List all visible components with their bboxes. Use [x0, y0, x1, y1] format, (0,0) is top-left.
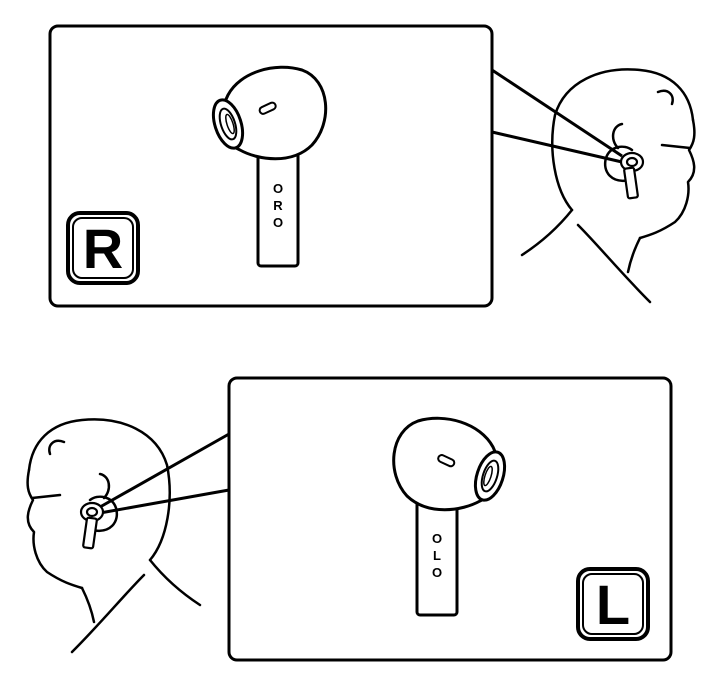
right-callout-line-top: [491, 68, 623, 158]
left-side-label: L: [596, 573, 630, 636]
left-earbud-worn: [79, 501, 105, 550]
right-stem-marking-3: O: [273, 215, 283, 230]
head-profile-icon: [520, 68, 696, 304]
right-earbud-worn: [619, 151, 645, 200]
left-stem-marking-2: L: [433, 548, 441, 563]
left-panel: O L O L: [26, 376, 673, 662]
left-side-badge: L: [576, 567, 650, 641]
right-callout-line-bottom: [491, 130, 623, 164]
left-callout-line-top: [99, 432, 230, 509]
right-stem-marking-1: O: [273, 181, 283, 196]
left-callout-line-bottom: [99, 488, 230, 515]
left-earbud-icon: O L O: [392, 416, 507, 617]
head-profile-icon: [26, 418, 202, 654]
right-stem-marking-2: R: [273, 198, 283, 213]
right-panel: O R O R: [48, 24, 696, 308]
left-stem-marking-3: O: [432, 565, 442, 580]
right-side-badge: R: [66, 211, 140, 285]
right-earbud-icon: O R O: [211, 65, 328, 268]
right-side-label: R: [83, 217, 123, 280]
left-stem-marking-1: O: [432, 531, 442, 546]
